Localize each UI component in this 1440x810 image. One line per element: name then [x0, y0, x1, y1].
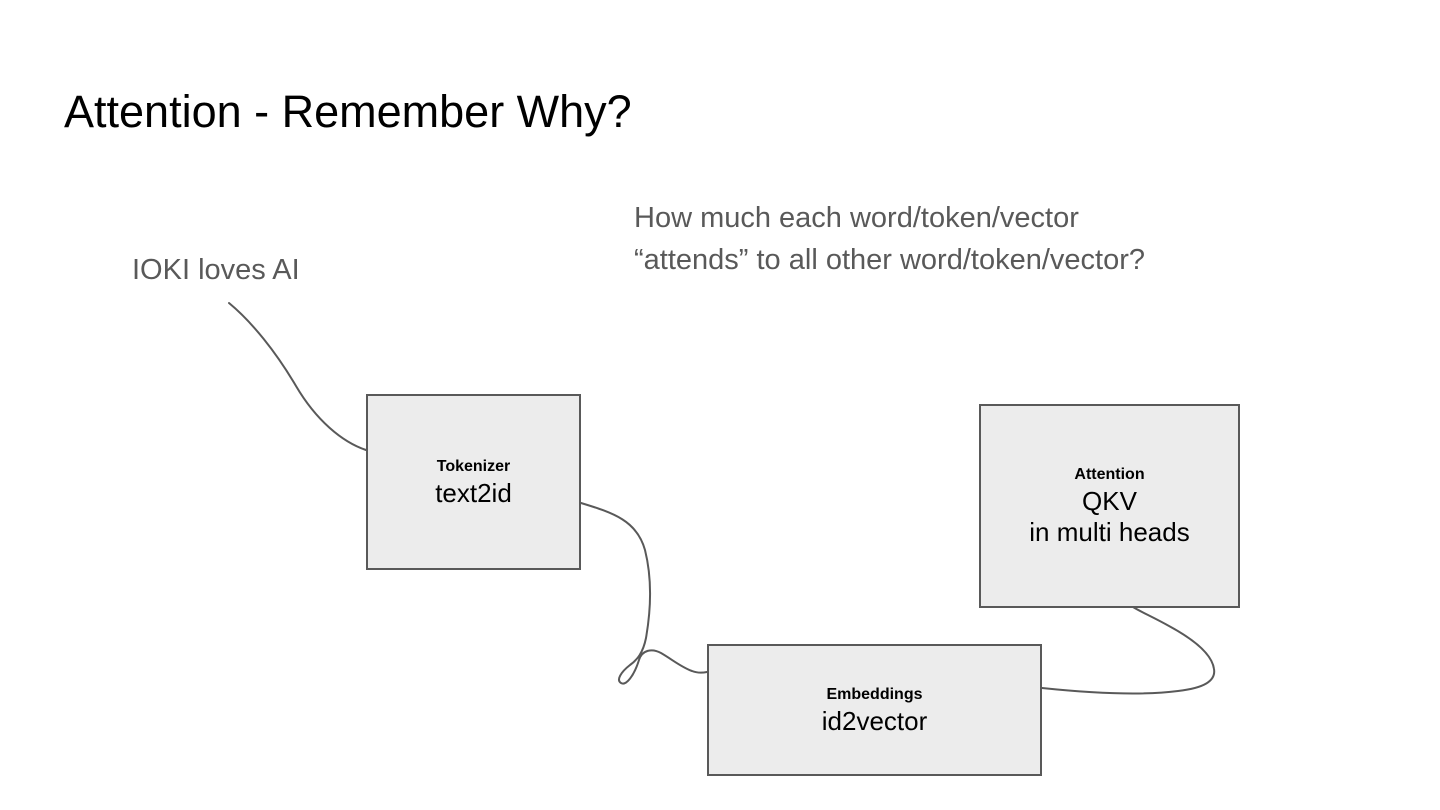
node-attention-subtitle-1: QKV — [1082, 486, 1137, 516]
question-text: How much each word/token/vector “attends… — [634, 197, 1145, 281]
node-embeddings: Embeddings id2vector — [707, 644, 1042, 776]
connector-embeddings-to-attention — [1041, 606, 1216, 695]
node-tokenizer-subtitle: text2id — [435, 477, 512, 508]
question-line-2: “attends” to all other word/token/vector… — [634, 244, 1145, 276]
node-attention: Attention QKV in multi heads — [979, 404, 1240, 608]
question-line-1: How much each word/token/vector — [634, 202, 1079, 234]
node-embeddings-title: Embeddings — [826, 685, 923, 703]
node-embeddings-subtitle: id2vector — [821, 705, 928, 736]
connector-tokenizer-to-embeddings — [580, 502, 708, 685]
connector-ioki-to-tokenizer — [228, 302, 367, 451]
annotation-ioki-loves-ai: IOKI loves AI — [132, 254, 300, 286]
slide-title: Attention - Remember Why? — [64, 86, 632, 137]
node-tokenizer-title: Tokenizer — [436, 457, 511, 475]
node-attention-title: Attention — [1074, 466, 1145, 483]
node-tokenizer: Tokenizer text2id — [366, 394, 581, 570]
node-attention-subtitle-2: in multi heads — [1029, 517, 1190, 547]
